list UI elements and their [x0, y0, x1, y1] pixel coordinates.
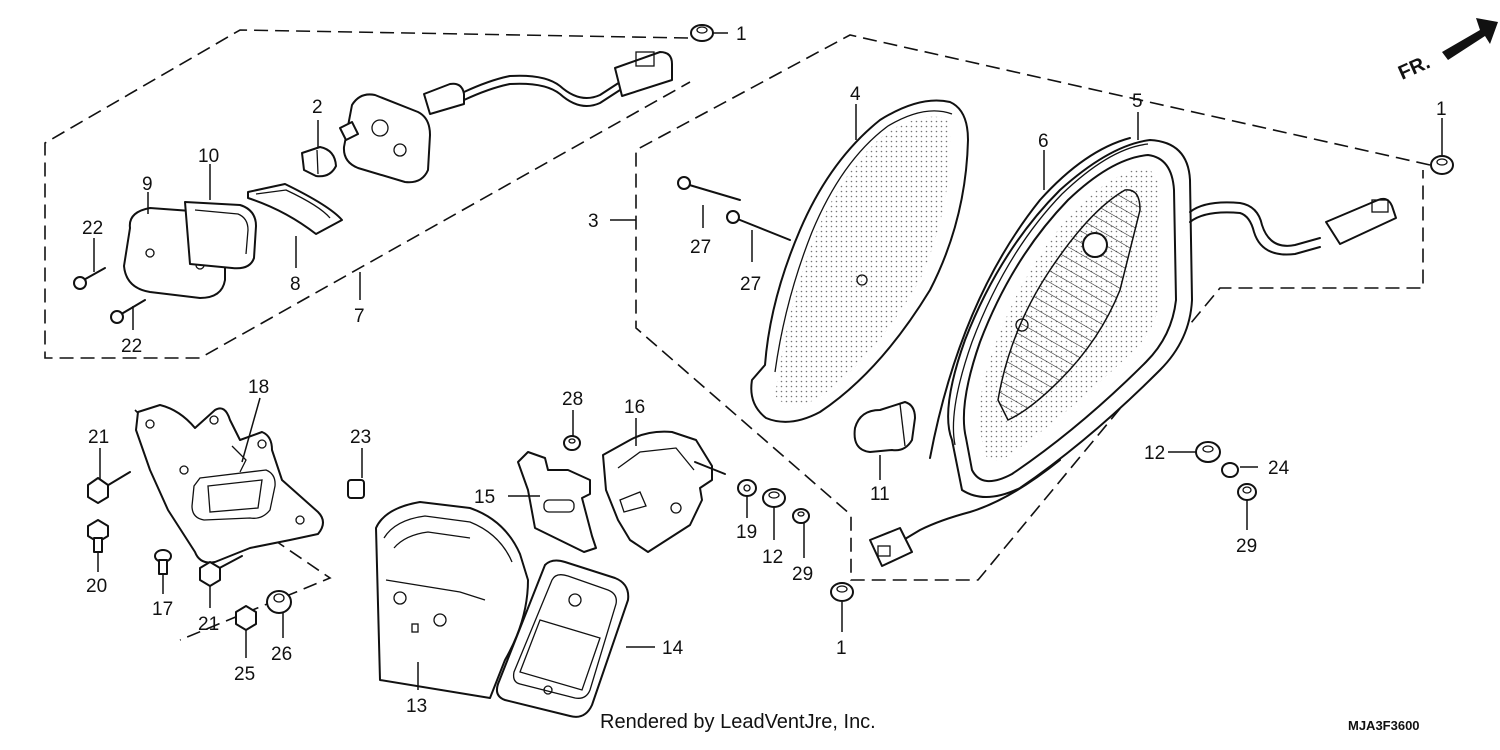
tail-light-gasket	[929, 137, 1149, 459]
grommet-1-bottom	[830, 582, 854, 602]
front-direction-arrow: FR.	[1395, 18, 1498, 85]
callout-5-housing: 5	[1132, 91, 1143, 112]
bolt-21-lower	[199, 555, 243, 587]
callout-12-collar-left: 12	[762, 547, 783, 568]
callout-10-gasket: 10	[198, 146, 219, 167]
callout-1-grommet-top: 1	[736, 24, 747, 45]
callout-22-screw-lower: 22	[121, 336, 142, 357]
callout-3-tail-light-assy: 3	[588, 211, 599, 232]
callout-12-collar-right: 12	[1144, 443, 1165, 464]
callout-22-screw-upper: 22	[82, 218, 103, 239]
wedge-bulb	[301, 146, 337, 178]
callout-27-screw-upper: 27	[690, 237, 711, 258]
nut-28	[563, 435, 581, 451]
callout-17-bolt: 17	[152, 599, 173, 620]
callout-8-reflector: 8	[290, 274, 301, 295]
collar-12-left	[762, 488, 786, 508]
callout-29-nut-right: 29	[1236, 536, 1257, 557]
stay-16	[602, 430, 726, 553]
callout-24-washer: 24	[1268, 458, 1290, 479]
tail-light-housing	[947, 139, 1193, 498]
socket-housing	[339, 93, 431, 184]
callout-1-grommet-bottom: 1	[836, 638, 847, 659]
callout-4-outer-lens: 4	[850, 84, 861, 105]
callout-20-bolt: 20	[86, 576, 107, 597]
direction-label: FR.	[1395, 51, 1433, 84]
assembly-3-outline	[635, 34, 1431, 581]
license-light-harness	[423, 51, 673, 115]
bolt-21-upper	[87, 471, 131, 504]
grommet-1-top	[690, 24, 714, 42]
tail-light-outer-lens	[750, 99, 969, 423]
screw-22-upper	[73, 267, 106, 290]
bolt-20	[87, 519, 109, 553]
callout-28-nut: 28	[562, 389, 583, 410]
collar-26	[266, 590, 292, 614]
callout-1-grommet-right: 1	[1436, 99, 1447, 120]
callout-27-screw-lower: 27	[740, 274, 761, 295]
credit-text: Rendered by LeadVentJre, Inc.	[600, 711, 876, 733]
screw-27-upper	[677, 176, 741, 201]
leader-lines	[93, 32, 1443, 690]
callout-16-stay: 16	[624, 397, 645, 418]
callout-11-bulb: 11	[870, 484, 890, 505]
callout-15-stay: 15	[474, 487, 495, 508]
clip-23	[347, 479, 365, 499]
callout-21-bolt-lower: 21	[198, 614, 219, 635]
callout-18-bracket: 18	[248, 377, 269, 398]
fender-13	[375, 501, 529, 699]
nut-29-right	[1237, 483, 1257, 501]
bolt-17	[154, 549, 172, 575]
callout-23-clip: 23	[350, 427, 371, 448]
grommet-1-right	[1430, 155, 1454, 175]
screw-22-lower	[110, 299, 146, 324]
tail-light-harness	[869, 197, 1397, 567]
washer-19	[737, 479, 757, 497]
license-bracket	[135, 404, 324, 564]
callout-21-bolt-upper: 21	[88, 427, 109, 448]
callout-2-bulb: 2	[312, 97, 323, 118]
callout-labels: 1 2 4 5 6 3 9 10 22 27 27 8 7 22 1 18 28…	[82, 24, 1447, 717]
reflector-plate	[247, 183, 343, 235]
bracket-outline	[134, 409, 332, 641]
washer-24	[1221, 462, 1239, 478]
callout-9-lens: 9	[142, 174, 153, 195]
callout-13-fender: 13	[406, 696, 427, 717]
license-light-gasket	[184, 201, 257, 270]
callout-29-nut-left: 29	[792, 564, 813, 585]
screw-27-lower	[726, 210, 791, 241]
stay-15	[517, 451, 597, 553]
drawing-code: MJA3F3600	[1348, 718, 1420, 733]
callout-7-license-light-assy: 7	[354, 306, 365, 327]
nut-29-left	[792, 508, 810, 524]
collar-12-right	[1195, 441, 1221, 463]
seal-14	[495, 559, 630, 718]
stop-tail-bulb	[853, 401, 916, 453]
nut-25	[235, 605, 257, 631]
assembly-7-outline	[44, 29, 691, 359]
callout-26-collar: 26	[271, 644, 292, 665]
callout-6-gasket: 6	[1038, 131, 1049, 152]
callout-14-seal: 14	[662, 638, 684, 659]
callout-25-nut: 25	[234, 664, 255, 685]
callout-19-washer: 19	[736, 522, 757, 543]
